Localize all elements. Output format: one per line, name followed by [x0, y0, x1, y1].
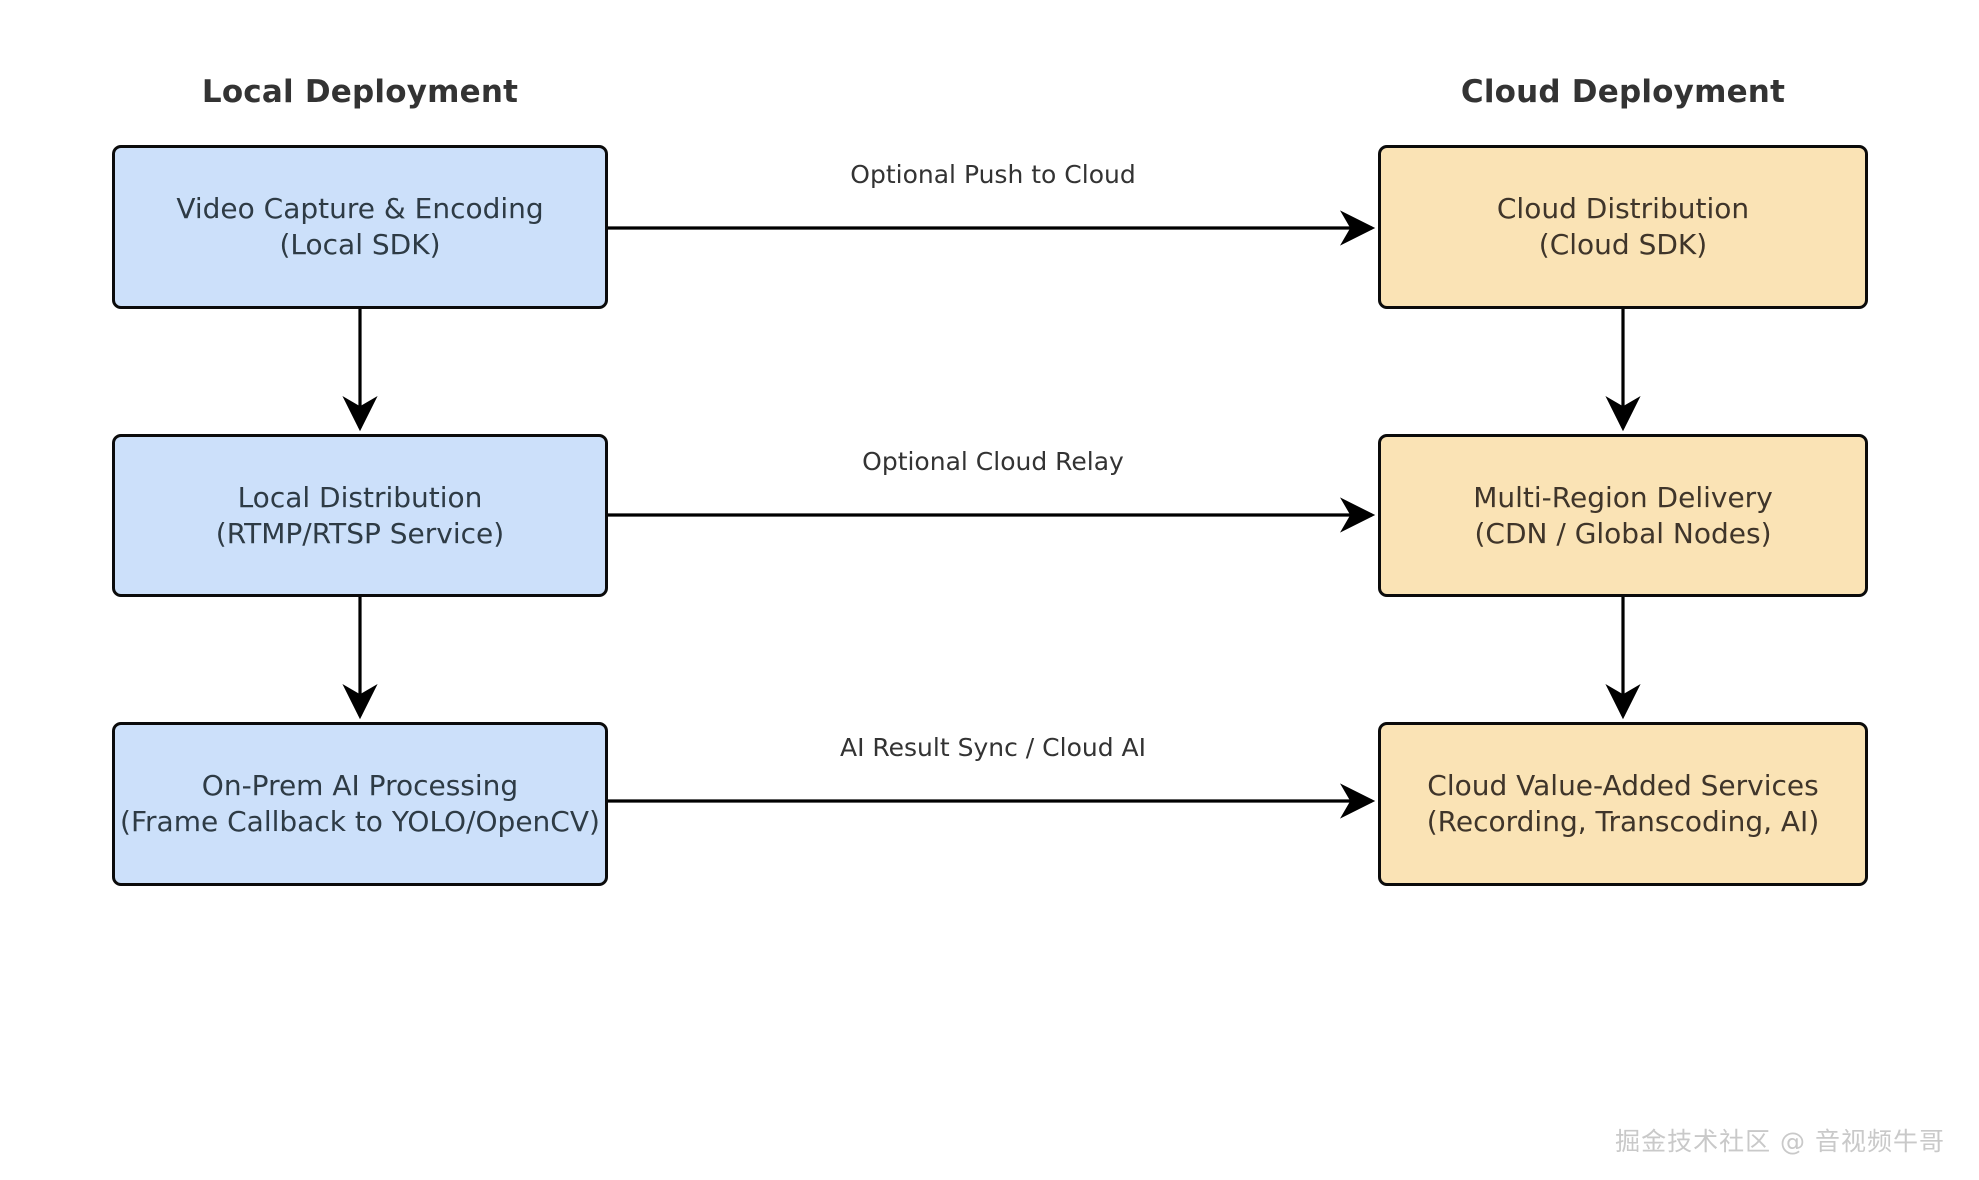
node-subtitle: (Local SDK) — [279, 228, 441, 261]
column-title-cloud: Cloud Deployment — [1460, 74, 1786, 110]
node-title: Multi-Region Delivery — [1473, 480, 1773, 514]
node-subtitle: (CDN / Global Nodes) — [1474, 516, 1772, 550]
node-on-prem-ai-processing[interactable]: On-Prem AI Processing (Frame Callback to… — [112, 722, 608, 886]
node-multi-region-delivery[interactable]: Multi-Region Delivery (CDN / Global Node… — [1378, 434, 1868, 597]
node-subtitle: (RTMP/RTSP Service) — [215, 516, 505, 550]
node-cloud-distribution[interactable]: Cloud Distribution (Cloud SDK) — [1378, 145, 1868, 309]
column-title-local: Local Deployment — [201, 74, 519, 110]
node-cloud-value-added-services[interactable]: Cloud Value-Added Services (Recording, T… — [1378, 722, 1868, 886]
node-title: Cloud Distribution — [1496, 192, 1750, 226]
node-subtitle: (Frame Callback to YOLO/OpenCV) — [120, 805, 600, 838]
node-title: Video Capture & Encoding — [176, 192, 544, 226]
node-subtitle: (Recording, Transcoding, AI) — [1426, 805, 1820, 838]
node-title: On-Prem AI Processing — [201, 769, 519, 803]
node-video-capture-encoding[interactable]: Video Capture & Encoding (Local SDK) — [112, 145, 608, 309]
watermark-text: 掘金技术社区 @ 音视频牛哥 — [1615, 1127, 1945, 1156]
node-title: Cloud Value-Added Services — [1427, 769, 1819, 803]
edge-label-optional-push-to-cloud: Optional Push to Cloud — [850, 160, 1136, 189]
node-title: Local Distribution — [237, 480, 483, 514]
edge-label-ai-result-sync: AI Result Sync / Cloud AI — [839, 733, 1147, 762]
node-local-distribution[interactable]: Local Distribution (RTMP/RTSP Service) — [112, 434, 608, 597]
edge-label-optional-cloud-relay: Optional Cloud Relay — [862, 447, 1124, 476]
node-subtitle: (Cloud SDK) — [1538, 228, 1708, 261]
